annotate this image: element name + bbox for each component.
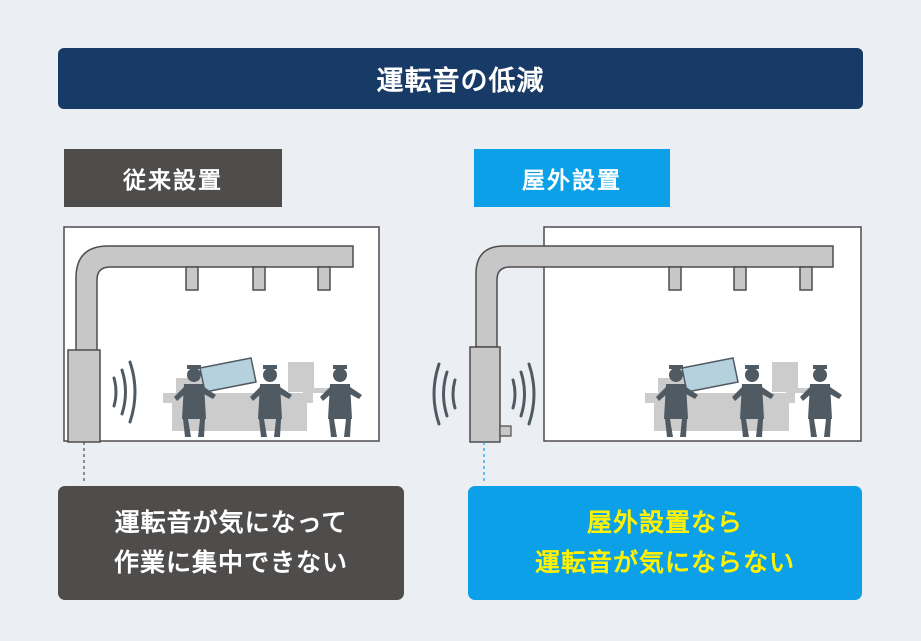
outdoor-scene bbox=[432, 226, 862, 484]
caption-line: 運転音が気になって bbox=[114, 508, 348, 537]
duct-icon bbox=[75, 245, 354, 353]
caption-line: 屋外設置なら bbox=[586, 508, 743, 537]
sound-wave-icon bbox=[432, 362, 536, 426]
caption-line: 運転音が気にならない bbox=[534, 548, 795, 577]
page-title: 運転音の低減 bbox=[58, 48, 863, 109]
outdoor-label: 屋外設置 bbox=[474, 149, 670, 207]
conventional-caption: 運転音が気になって 作業に集中できない bbox=[58, 486, 404, 600]
sound-wave-icon bbox=[112, 360, 137, 424]
outdoor-caption: 屋外設置なら 運転音が気にならない bbox=[468, 486, 862, 600]
dehumidifier-unit-icon bbox=[469, 346, 512, 443]
dehumidifier-unit-icon bbox=[67, 349, 101, 443]
caption-line: 作業に集中できない bbox=[113, 548, 348, 577]
conventional-scene bbox=[63, 226, 380, 484]
duct-icon bbox=[475, 245, 834, 348]
conventional-label: 従来設置 bbox=[64, 149, 282, 207]
